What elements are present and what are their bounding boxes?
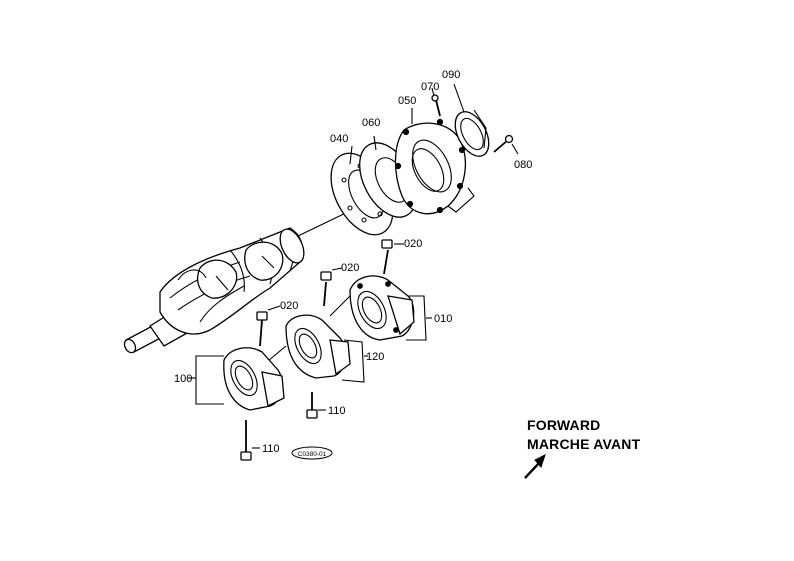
bolt-080 xyxy=(493,134,519,155)
callout-090: 090 xyxy=(442,69,460,81)
bearing-case-010 xyxy=(329,275,432,341)
marche-avant-label: MARCHE AVANT xyxy=(527,436,641,452)
callout-020-low: 020 xyxy=(280,300,298,312)
bolt-070 xyxy=(431,87,441,117)
bolt-020-mid xyxy=(320,267,343,307)
bolt-110-left xyxy=(240,420,260,461)
bolt-020-top xyxy=(381,239,404,275)
bearing-case-100 xyxy=(188,347,285,411)
arrow-up-right-icon xyxy=(524,454,546,479)
forward-label: FORWARD xyxy=(527,417,600,433)
callout-080: 080 xyxy=(514,159,532,171)
callout-050: 050 xyxy=(398,95,416,107)
forward-direction: FORWARD MARCHE AVANT xyxy=(524,417,641,479)
callout-020-top: 020 xyxy=(404,238,422,250)
callout-100: 100 xyxy=(174,373,192,385)
bolt-020-low xyxy=(256,305,281,347)
callout-040: 040 xyxy=(330,133,348,145)
bolt-110-right xyxy=(306,392,326,419)
rear-housing-050 xyxy=(394,108,475,215)
oil-seal-090 xyxy=(453,83,490,157)
callout-110-left: 110 xyxy=(262,443,280,455)
callout-020-mid: 020 xyxy=(341,262,359,274)
callout-110-right: 110 xyxy=(328,405,346,417)
figure-code-badge: C0380-01 xyxy=(291,446,333,460)
callout-120: 120 xyxy=(366,351,384,363)
bearing-case-120 xyxy=(261,314,368,383)
crankshaft xyxy=(123,209,353,354)
figure-code: C0380-01 xyxy=(298,451,327,458)
callout-060: 060 xyxy=(362,117,380,129)
callout-070: 070 xyxy=(421,81,439,93)
callout-010: 010 xyxy=(434,313,452,325)
